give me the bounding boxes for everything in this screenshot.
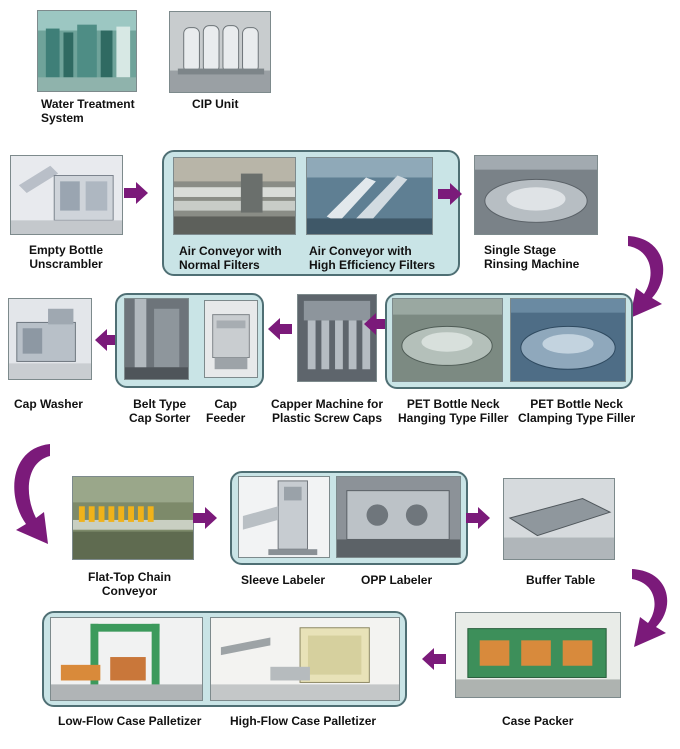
buffer-table-label: Buffer Table [526, 573, 596, 587]
sleeve-labeler-photo [238, 476, 330, 558]
belt-type-cap-sorter-label: Belt Type Cap Sorter [129, 397, 191, 425]
cap-washer-label: Cap Washer [14, 397, 83, 411]
flow-arrow-left-1 [95, 329, 119, 351]
buffer-table-photo [503, 478, 615, 560]
flow-arrow-right-2 [438, 183, 462, 205]
sleeve-labeler-label: Sleeve Labeler [241, 573, 326, 587]
pet-clamping-filler-photo [510, 298, 626, 382]
flow-arrow-left-3 [364, 313, 388, 335]
single-stage-rinsing-label: Single Stage Rinsing Machine [484, 243, 580, 271]
air-conveyor-normal-label: Air Conveyor with Normal Filters [179, 244, 282, 272]
single-stage-rinsing-photo [474, 155, 598, 235]
curved-arrow-right-1 [628, 236, 664, 318]
flow-arrow-left-2 [268, 318, 292, 340]
low-flow-palletizer-label: Low-Flow Case Palletizer [58, 714, 202, 728]
flow-arrow-left-4 [422, 648, 446, 670]
high-flow-palletizer-photo [210, 617, 400, 701]
opp-labeler-label: OPP Labeler [361, 573, 433, 587]
water-treatment-photo [37, 10, 137, 92]
curved-arrow-right-2 [632, 569, 668, 647]
air-conveyor-normal-photo [173, 157, 296, 235]
case-packer-label: Case Packer [502, 714, 574, 728]
pet-clamping-filler-label: PET Bottle Neck Clamping Type Filler [518, 397, 636, 425]
pet-hanging-filler-photo [392, 298, 503, 382]
belt-type-cap-sorter-photo [124, 298, 189, 380]
air-conveyor-high-photo [306, 157, 433, 235]
flat-top-conveyor-photo [72, 476, 194, 560]
capper-machine-label: Capper Machine for Plastic Screw Caps [271, 397, 384, 425]
empty-bottle-unscrambler-label: Empty Bottle Unscrambler [29, 243, 104, 271]
opp-labeler-photo [336, 476, 461, 558]
cip-unit-label: CIP Unit [192, 97, 239, 111]
capper-machine-photo [297, 294, 377, 382]
pet-hanging-filler-label: PET Bottle Neck Hanging Type Filler [398, 397, 509, 425]
water-treatment-label: Water Treatment System [41, 97, 135, 125]
empty-bottle-unscrambler-photo [10, 155, 123, 235]
cap-feeder-photo [204, 300, 258, 378]
cap-feeder-label: Cap Feeder [206, 397, 246, 425]
high-flow-palletizer-label: High-Flow Case Palletizer [230, 714, 377, 728]
curved-arrow-left-1 [14, 444, 50, 544]
flat-top-conveyor-label: Flat-Top Chain Conveyor [88, 570, 172, 598]
flow-arrow-right-3 [193, 507, 217, 529]
air-conveyor-high-label: Air Conveyor with High Efficiency Filter… [309, 244, 436, 272]
flow-arrow-right-4 [466, 507, 490, 529]
cap-washer-photo [8, 298, 92, 380]
cip-unit-photo [169, 11, 271, 93]
low-flow-palletizer-photo [50, 617, 203, 701]
case-packer-photo [455, 612, 621, 698]
flow-arrow-right-1 [124, 182, 148, 204]
